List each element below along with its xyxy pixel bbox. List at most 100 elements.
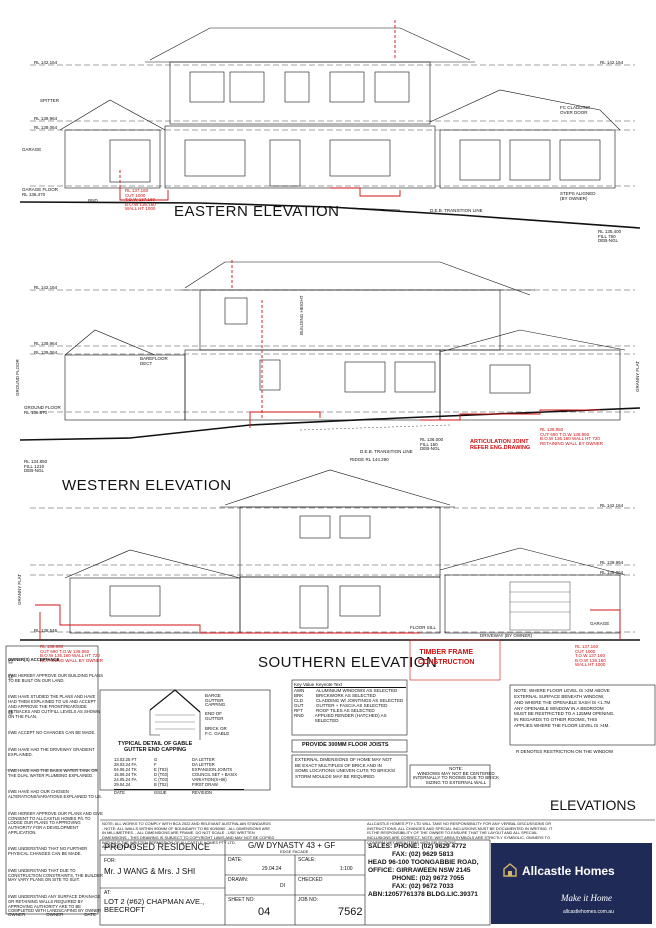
southern-elevation-title: SOUTHERN ELEVATION xyxy=(258,654,438,671)
design-name: G/W DYNASTY 43 + GF xyxy=(248,841,336,850)
revision-issue: G xyxy=(154,757,158,762)
acceptance-item: I/WE HAVE STUDIED THE PLANS AND HAVE HAD… xyxy=(8,694,100,719)
south-level-2: RL 139.964 xyxy=(600,560,624,565)
contact-office: OFFICE: GIRRAWEEN NSW 2145 xyxy=(368,867,471,875)
western-retaining-lines xyxy=(231,260,600,428)
revision-date: 13.03.25 FT xyxy=(114,757,137,762)
eastern-elevation-drawing xyxy=(19,27,641,229)
acceptance-item: I/WE HAVE HAD THE BASIX WATER TANK OR TH… xyxy=(8,768,98,778)
acceptance-checkboxes xyxy=(8,659,13,715)
eastern-retaining-lines xyxy=(119,20,401,201)
facade-name: EDGE FACADE xyxy=(280,849,309,854)
contact-office-phone: PHONE: (02) 9672 7055 xyxy=(392,875,465,883)
acceptance-item: I/WE HEREBY APPROVE OUR BUILDING PLANS T… xyxy=(8,673,103,683)
east-level-2: RL 139.964 xyxy=(34,116,58,121)
signature-row: OWNER OWNER DATE xyxy=(8,912,96,917)
checked-label: CHECKED xyxy=(298,877,323,883)
signature-owner-2: OWNER xyxy=(46,912,64,917)
scale-label: SCALE: xyxy=(298,857,316,863)
revision-issue: D (T03) xyxy=(154,772,169,778)
revision-date: 15.06.24 TK xyxy=(114,772,137,778)
south-level-1: RL 142.164 xyxy=(600,503,624,508)
south-driveway: DRIVEWAY (BY OWNER) xyxy=(480,633,533,638)
south-level-3: RL 139.064 xyxy=(600,570,624,575)
revision-date: 28.03.24 FA xyxy=(114,762,137,768)
sheet-no-value: 04 xyxy=(258,906,271,918)
west-fill-note-1: RL 134.850 FILL 1210 DEB-NGL xyxy=(24,459,48,473)
revision-text: FIRST DRAW xyxy=(192,782,218,788)
east-level-3: RL 139.064 xyxy=(34,125,58,130)
revision-row: 28.03.24 FA F DA LETTER xyxy=(114,762,244,767)
west-deb-line: D.E.B. TRANSITION LINE xyxy=(360,449,413,454)
keynote-key: AWN xyxy=(294,688,305,693)
contact-head: HEAD 96-100 TOONGABBIE ROAD, xyxy=(368,859,479,867)
west-label-granny-flat: GRANNY FLAT xyxy=(635,360,640,392)
south-level-4: RL 136.545 xyxy=(34,628,58,633)
keynote-key: CLD xyxy=(294,698,304,703)
detail-label-brick: BRICK OR F.C. GABLE xyxy=(205,726,230,736)
east-level-4: RL 142.164 xyxy=(600,60,624,65)
detail-title: TYPICAL DETAIL OF GABLE GUTTER END CAPPI… xyxy=(118,741,193,753)
timber-frame-note: TIMBER FRAME CONSTRUCTION xyxy=(418,649,475,666)
floor-level-note: NOTE: WHERE FLOOR LEVEL IS >2M ABOVE EXT… xyxy=(514,688,615,729)
keynote-key: RND xyxy=(294,713,304,718)
keynote-header-key: Key Value xyxy=(294,682,315,687)
standards-disclaimer: NOTE: ALL WORKS TO COMPLY WITH BCA 2022 … xyxy=(102,821,275,850)
brand-name: Allcastle Homes xyxy=(522,864,615,878)
sheet-title: ELEVATIONS xyxy=(550,797,636,813)
signature-date: DATE xyxy=(84,912,96,917)
revision-issue: F xyxy=(154,762,157,768)
revision-issue: C (T03) xyxy=(154,777,169,783)
west-level-1: RL 142.164 xyxy=(34,285,58,290)
job-no-value: 7562 xyxy=(338,906,363,918)
east-rnd: RND xyxy=(88,198,98,203)
east-label-steps: STEPS ALIGNED (BY OWNER) xyxy=(560,191,596,201)
date-label: DATE: xyxy=(228,857,243,863)
contact-sales-fax: FAX: (02) 9629 5813 xyxy=(392,851,454,859)
east-fill-note: RL 135.400 FILL 760 DEB-NGL xyxy=(598,229,622,243)
revision-text: DA LETTER xyxy=(192,762,215,768)
revision-table: 13.03.25 FT G DA LETTER 28.03.24 FA F DA LET… xyxy=(114,757,244,795)
west-label-ground-floor: GROUND FLOOR xyxy=(15,359,20,396)
east-cut-note: RL 137.160 CUT 1000 T.O.W 137.160 B.O.W … xyxy=(125,188,156,211)
revision-date: 24.05.24 FA xyxy=(114,777,137,783)
signature-owner-1: OWNER xyxy=(8,912,26,917)
drawn-value: DI xyxy=(280,883,285,889)
west-level-2: RL 139.964 xyxy=(34,341,58,346)
contact-block: SALES: PHONE: (02) 9629 4772 FAX: (02) 9… xyxy=(368,843,488,899)
acceptance-item: I/WE ACCEPT NO CHANGES CAN BE MADE. xyxy=(8,730,96,736)
job-no-label: JOB NO: xyxy=(298,897,319,903)
for-label: FOR: xyxy=(104,858,116,864)
brand-url: allcastlehomes.com.au xyxy=(563,909,614,915)
eastern-elevation-title: EASTERN ELEVATION xyxy=(174,203,340,220)
acceptance-item: I/WE UNDERSTAND ANY SURFACE DRAINAGE OR … xyxy=(8,893,101,914)
acceptance-title: OWNER(S) ACCEPTANCE xyxy=(8,656,60,662)
date-value: 29.04.24 xyxy=(262,866,282,872)
western-elevation-drawing xyxy=(19,261,641,441)
revision-issue: E (T03) xyxy=(154,767,168,773)
western-elevation-title: WESTERN ELEVATION xyxy=(62,477,232,494)
scale-value: 1:100 xyxy=(340,866,353,872)
contact-abn: ABN:12057761378 BLDG.LIC.39371 xyxy=(368,891,478,899)
project-title: PROPOSED RESIDENCE xyxy=(104,842,211,852)
keynote-text: APPLIED RENDER (HATCHED) AS SELECTED xyxy=(314,713,387,723)
keynote-text: ROOF TILES AS SELECTED xyxy=(316,708,375,713)
south-retaining-note-2: RL 137.160 CUT 1000 T.O.W 137.160 B.O.W … xyxy=(575,644,606,667)
east-label-cladding: FC CLADDING OVER DOOR xyxy=(560,105,591,115)
west-level-4: GROUND FLOOR RL 136.870 xyxy=(24,405,61,415)
house-logo-icon xyxy=(503,863,517,877)
keynote-text: BRICKWORK AS SELECTED xyxy=(316,693,376,698)
gutter-detail-drawing xyxy=(149,689,201,740)
west-articulation-note: ARTICULATION JOINT REFER ENG.DRAWING xyxy=(470,439,531,451)
east-level-1: RL 142.164 xyxy=(34,60,58,65)
east-label-spitter: SPITTER xyxy=(40,98,60,103)
west-label-building-height: BUILDING HEIGHT xyxy=(299,295,304,335)
contact-office-fax: FAX: (02) 9672 7033 xyxy=(392,883,454,891)
revision-header-date: DATE xyxy=(114,790,125,796)
west-level-3: RL 139.064 xyxy=(34,350,58,355)
